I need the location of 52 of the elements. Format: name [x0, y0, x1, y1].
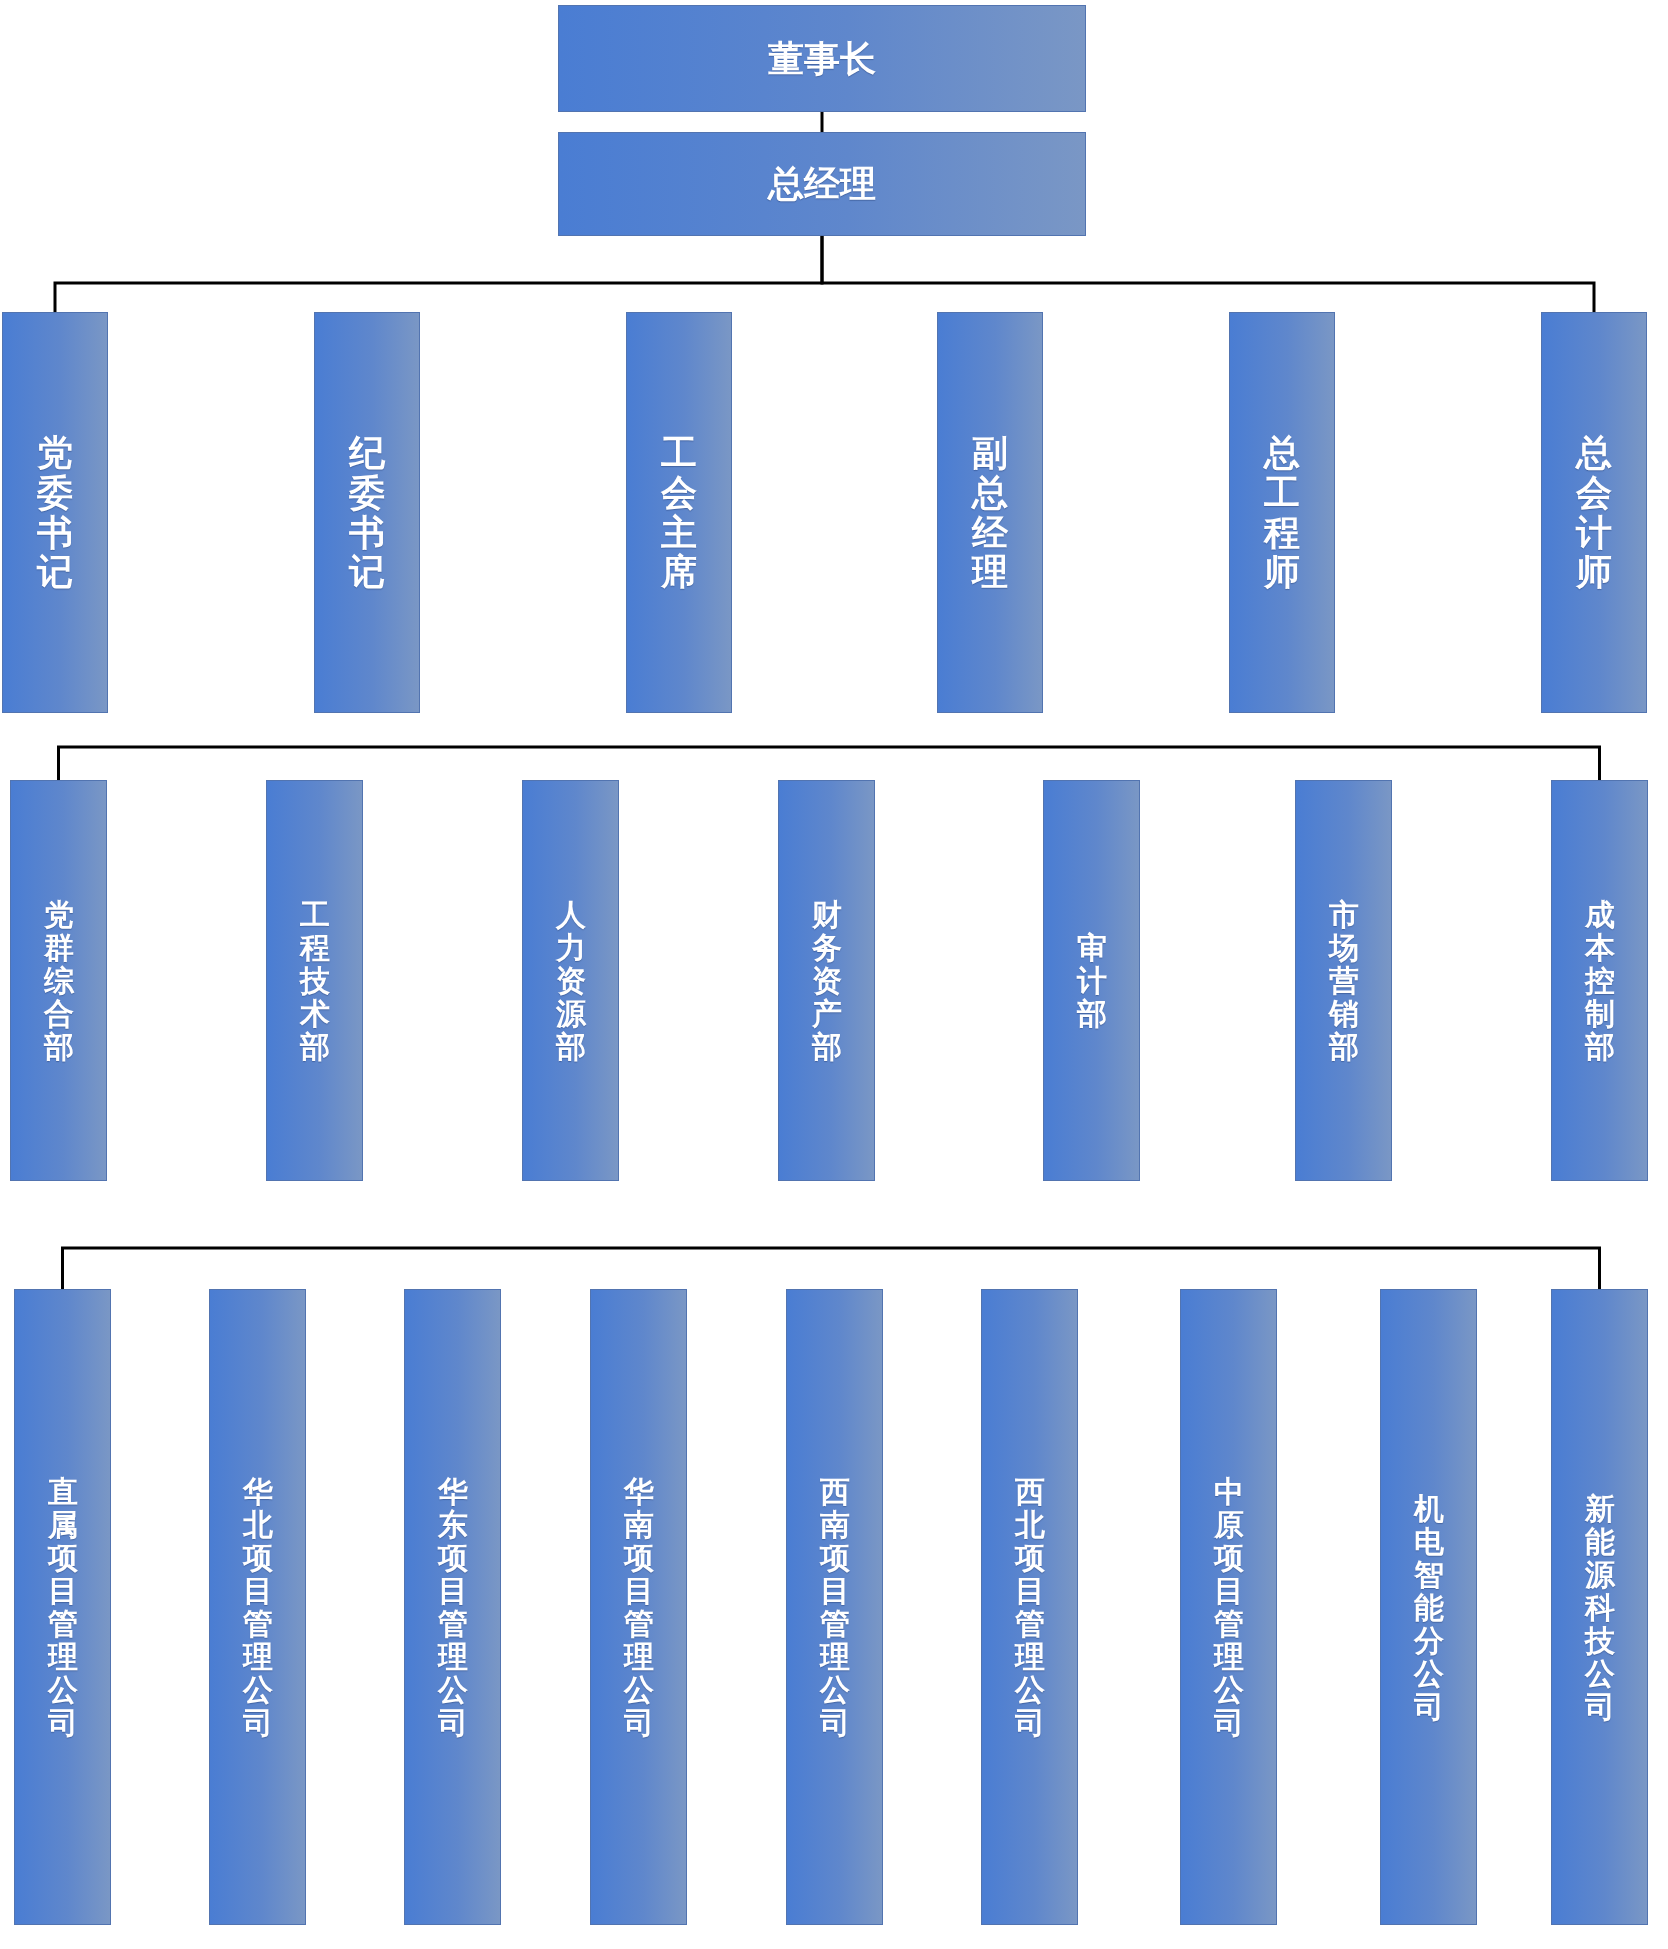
- org-box: [558, 5, 1086, 112]
- org-box: [1180, 1289, 1277, 1925]
- unit-name: 副总经理: [972, 433, 1008, 592]
- unit-name: 新能源科技公司: [1584, 1491, 1615, 1723]
- unit-name: 华南项目管理公司: [623, 1475, 654, 1739]
- org-box: [558, 132, 1086, 236]
- org-box: [590, 1289, 687, 1925]
- org-box: [10, 780, 107, 1181]
- org-box: [314, 312, 420, 713]
- unit-name: 机电智能分公司: [1413, 1491, 1444, 1723]
- unit-name: 人力资源部: [555, 898, 586, 1063]
- unit-name: 中原项目管理公司: [1213, 1475, 1244, 1739]
- org-box: [1229, 312, 1335, 713]
- unit-name: 工会主席: [661, 433, 697, 592]
- unit-name: 总经理: [768, 162, 876, 206]
- unit-name: 董事长: [768, 36, 876, 81]
- connector-line: [57, 745, 1601, 780]
- org-box: [404, 1289, 501, 1925]
- unit-name: 纪委书记: [349, 433, 385, 592]
- org-box: [981, 1289, 1078, 1925]
- unit-name: 审计部: [1076, 931, 1107, 1030]
- unit-name: 党群综合部: [43, 898, 74, 1063]
- connector-line: [820, 236, 1596, 312]
- unit-name: 总工程师: [1264, 433, 1300, 592]
- org-box: [1380, 1289, 1477, 1925]
- connector-line: [820, 112, 824, 132]
- unit-name: 西南项目管理公司: [819, 1475, 850, 1739]
- unit-name: 工程技术部: [299, 898, 330, 1063]
- unit-name: 华北项目管理公司: [242, 1475, 273, 1739]
- unit-name: 直属项目管理公司: [47, 1475, 78, 1739]
- org-box: [2, 312, 108, 713]
- unit-name: 华东项目管理公司: [437, 1475, 468, 1739]
- org-box: [1541, 312, 1647, 713]
- org-box: [778, 780, 875, 1181]
- org-box: [1551, 780, 1648, 1181]
- org-box: [522, 780, 619, 1181]
- org-box: [937, 312, 1043, 713]
- org-box: [1295, 780, 1392, 1181]
- org-box: [1043, 780, 1140, 1181]
- unit-name: 财务资产部: [811, 898, 842, 1063]
- org-box: [266, 780, 363, 1181]
- connector-line: [61, 1246, 1601, 1289]
- org-box: [626, 312, 732, 713]
- org-box: [786, 1289, 883, 1925]
- org-box: [14, 1289, 111, 1925]
- unit-name: 成本控制部: [1584, 898, 1615, 1063]
- unit-name: 总会计师: [1576, 433, 1612, 592]
- unit-name: 西北项目管理公司: [1014, 1475, 1045, 1739]
- org-box: [1551, 1289, 1648, 1925]
- org-box: [209, 1289, 306, 1925]
- unit-name: 党委书记: [37, 433, 73, 592]
- unit-name: 市场营销部: [1328, 898, 1359, 1063]
